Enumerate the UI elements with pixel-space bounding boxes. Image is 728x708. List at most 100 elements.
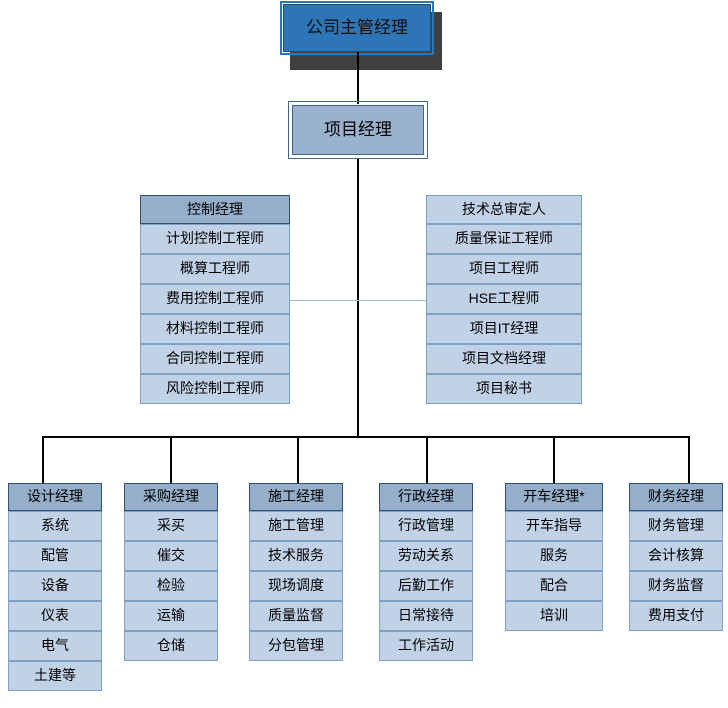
column-item[interactable]: 电气 bbox=[8, 631, 102, 661]
column-item[interactable]: 项目工程师 bbox=[426, 254, 582, 284]
column-item[interactable]: 配合 bbox=[505, 571, 603, 601]
column-header[interactable]: 行政经理 bbox=[379, 483, 473, 511]
connector-drop-startup bbox=[553, 436, 555, 483]
column-header[interactable]: 施工经理 bbox=[249, 483, 343, 511]
column-item[interactable]: 风险控制工程师 bbox=[140, 374, 290, 404]
column-item[interactable]: 项目IT经理 bbox=[426, 314, 582, 344]
column-item[interactable]: 仪表 bbox=[8, 601, 102, 631]
column-header[interactable]: 技术总审定人 bbox=[426, 195, 582, 224]
column-item-label: 概算工程师 bbox=[180, 260, 250, 277]
connector-mid-horizontal-left bbox=[290, 300, 358, 301]
bottom-column-procurement-manager: 采购经理 采买 催交 检验 运输 仓储 bbox=[124, 483, 218, 661]
column-header[interactable]: 控制经理 bbox=[140, 195, 290, 224]
column-item[interactable]: 费用支付 bbox=[629, 601, 723, 631]
bottom-column-administration-manager: 行政经理 行政管理 劳动关系 后勤工作 日常接待 工作活动 bbox=[379, 483, 473, 661]
column-header[interactable]: 采购经理 bbox=[124, 483, 218, 511]
column-item-label: 技术服务 bbox=[268, 547, 324, 564]
column-item-label: 财务管理 bbox=[648, 517, 704, 534]
column-item[interactable]: 合同控制工程师 bbox=[140, 344, 290, 374]
column-item[interactable]: 采买 bbox=[124, 511, 218, 541]
column-item[interactable]: 质量保证工程师 bbox=[426, 224, 582, 254]
column-item[interactable]: HSE工程师 bbox=[426, 284, 582, 314]
column-item[interactable]: 技术服务 bbox=[249, 541, 343, 571]
column-item[interactable]: 项目秘书 bbox=[426, 374, 582, 404]
column-item[interactable]: 后勤工作 bbox=[379, 571, 473, 601]
node-company-executive-manager[interactable]: 公司主管经理 bbox=[280, 1, 434, 55]
column-header[interactable]: 财务经理 bbox=[629, 483, 723, 511]
column-item[interactable]: 概算工程师 bbox=[140, 254, 290, 284]
column-item[interactable]: 仓储 bbox=[124, 631, 218, 661]
connector-top-to-pm bbox=[357, 52, 359, 104]
column-header-label: 开车经理* bbox=[523, 488, 585, 505]
column-item[interactable]: 开车指导 bbox=[505, 511, 603, 541]
column-item-label: 分包管理 bbox=[268, 637, 324, 654]
column-item[interactable]: 系统 bbox=[8, 511, 102, 541]
column-item-label: 配管 bbox=[41, 547, 69, 564]
column-item-label: 费用控制工程师 bbox=[166, 290, 264, 307]
column-item-label: 风险控制工程师 bbox=[166, 380, 264, 397]
bottom-column-design-manager: 设计经理 系统 配管 设备 仪表 电气 土建等 bbox=[8, 483, 102, 691]
connector-drop-finance bbox=[688, 436, 690, 483]
column-item-label: HSE工程师 bbox=[468, 290, 540, 307]
column-item[interactable]: 培训 bbox=[505, 601, 603, 631]
connector-pm-spine bbox=[357, 159, 359, 437]
column-item[interactable]: 日常接待 bbox=[379, 601, 473, 631]
node-label: 公司主管经理 bbox=[306, 17, 408, 37]
column-header[interactable]: 开车经理* bbox=[505, 483, 603, 511]
column-item[interactable]: 财务监督 bbox=[629, 571, 723, 601]
node-project-manager[interactable]: 项目经理 bbox=[288, 101, 428, 159]
column-item[interactable]: 配管 bbox=[8, 541, 102, 571]
column-item-label: 配合 bbox=[540, 577, 568, 594]
column-item[interactable]: 催交 bbox=[124, 541, 218, 571]
column-item-label: 项目工程师 bbox=[469, 260, 539, 277]
column-item-label: 采买 bbox=[157, 517, 185, 534]
column-item-label: 材料控制工程师 bbox=[166, 320, 264, 337]
column-item-label: 土建等 bbox=[34, 667, 76, 684]
column-item[interactable]: 材料控制工程师 bbox=[140, 314, 290, 344]
column-item-label: 系统 bbox=[41, 517, 69, 534]
column-item-label: 计划控制工程师 bbox=[166, 230, 264, 247]
column-item-label: 会计核算 bbox=[648, 547, 704, 564]
column-item[interactable]: 项目文档经理 bbox=[426, 344, 582, 374]
column-header-label: 技术总审定人 bbox=[462, 200, 546, 217]
column-item[interactable]: 现场调度 bbox=[249, 571, 343, 601]
column-item[interactable]: 财务管理 bbox=[629, 511, 723, 541]
column-item-label: 费用支付 bbox=[648, 607, 704, 624]
column-item[interactable]: 劳动关系 bbox=[379, 541, 473, 571]
column-item[interactable]: 检验 bbox=[124, 571, 218, 601]
column-item-label: 检验 bbox=[157, 577, 185, 594]
column-item-label: 后勤工作 bbox=[398, 577, 454, 594]
mid-column-technical-reviewer: 技术总审定人 质量保证工程师 项目工程师 HSE工程师 项目IT经理 项目文档经… bbox=[426, 195, 582, 404]
column-item[interactable]: 设备 bbox=[8, 571, 102, 601]
column-item-label: 工作活动 bbox=[398, 637, 454, 654]
column-item[interactable]: 工作活动 bbox=[379, 631, 473, 661]
column-item-label: 施工管理 bbox=[268, 517, 324, 534]
column-item-label: 服务 bbox=[540, 547, 568, 564]
column-header-label: 财务经理 bbox=[648, 488, 704, 505]
column-header-label: 设计经理 bbox=[27, 488, 83, 505]
column-item[interactable]: 分包管理 bbox=[249, 631, 343, 661]
column-item-label: 行政管理 bbox=[398, 517, 454, 534]
column-item[interactable]: 计划控制工程师 bbox=[140, 224, 290, 254]
column-item[interactable]: 行政管理 bbox=[379, 511, 473, 541]
column-item-label: 开车指导 bbox=[526, 517, 582, 534]
column-item-label: 项目文档经理 bbox=[462, 350, 546, 367]
column-item-label: 合同控制工程师 bbox=[166, 350, 264, 367]
column-header[interactable]: 设计经理 bbox=[8, 483, 102, 511]
column-header-label: 采购经理 bbox=[143, 488, 199, 505]
column-item[interactable]: 质量监督 bbox=[249, 601, 343, 631]
column-item[interactable]: 费用控制工程师 bbox=[140, 284, 290, 314]
column-item-label: 财务监督 bbox=[648, 577, 704, 594]
bottom-column-startup-manager: 开车经理* 开车指导 服务 配合 培训 bbox=[505, 483, 603, 631]
bottom-column-finance-manager: 财务经理 财务管理 会计核算 财务监督 费用支付 bbox=[629, 483, 723, 631]
column-item[interactable]: 会计核算 bbox=[629, 541, 723, 571]
column-item-label: 仪表 bbox=[41, 607, 69, 624]
column-item-label: 项目IT经理 bbox=[469, 320, 539, 337]
column-item[interactable]: 土建等 bbox=[8, 661, 102, 691]
column-item-label: 劳动关系 bbox=[398, 547, 454, 564]
column-item[interactable]: 运输 bbox=[124, 601, 218, 631]
column-item[interactable]: 服务 bbox=[505, 541, 603, 571]
column-item[interactable]: 施工管理 bbox=[249, 511, 343, 541]
connector-drop-administration bbox=[426, 436, 428, 483]
